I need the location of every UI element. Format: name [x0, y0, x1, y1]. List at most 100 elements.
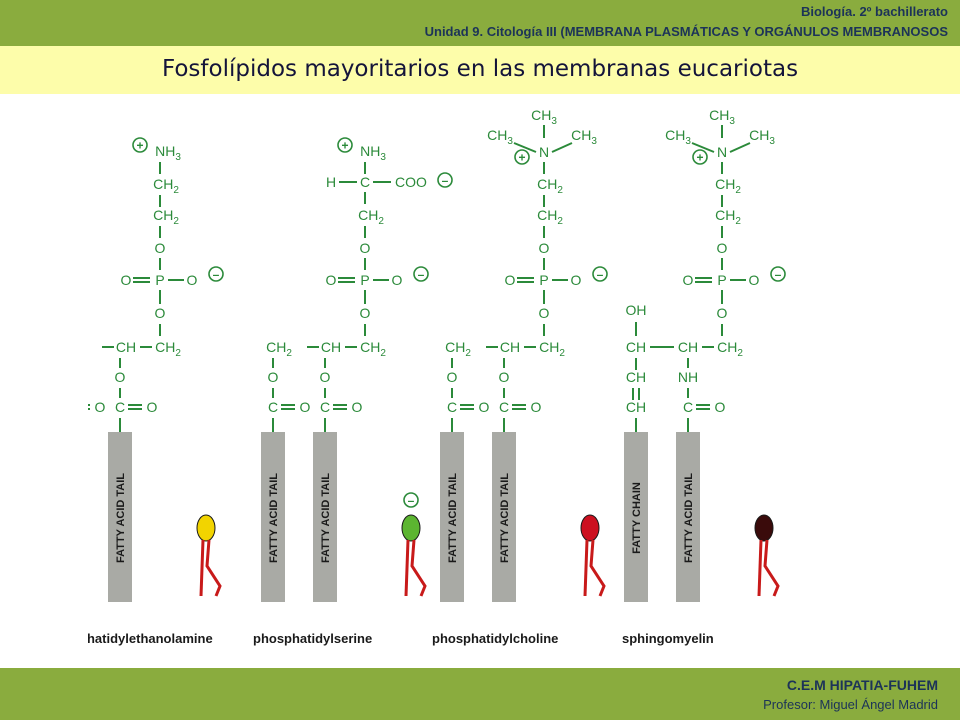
molecule-4-phosphate-p: P: [717, 272, 726, 288]
molecule-3-charge-plus-circle: [514, 149, 530, 165]
molecule-3-ch2-left: CH2: [445, 339, 471, 359]
course-label: Biología. 2º bachillerato: [800, 4, 948, 19]
molecule-4-oh: OH: [626, 302, 647, 318]
molecule-4-tail-1-label: FATTY CHAIN: [631, 482, 643, 554]
molecule-1-phosphate-o-left: O: [121, 272, 132, 288]
molecule-2-ester-o-1: O: [268, 369, 279, 385]
molecule-1-carbonyl-o-2: O: [147, 399, 158, 415]
molecule-1-o-glycerol: O: [155, 305, 166, 321]
molecule-2-charge-minus-circle: [413, 266, 429, 282]
molecule-4-o-link: O: [717, 240, 728, 256]
molecule-4-ch3-right: CH3: [749, 127, 775, 147]
molecule-1-charge-plus-circle: [132, 137, 148, 153]
bond-line: [551, 142, 573, 153]
molecule-2-ch2-right: CH2: [360, 339, 386, 359]
molecule-4-carbonyl-c: C: [683, 399, 693, 415]
molecule-3-o-link: O: [539, 240, 550, 256]
molecule-2-h: H: [326, 174, 336, 190]
molecule-2-tail-2-bar: [313, 432, 337, 602]
molecule-3-carbonyl-o-2: O: [531, 399, 542, 415]
molecule-2-nh3: NH3: [360, 143, 386, 163]
molecule-3-phosphate-o-left: O: [505, 272, 516, 288]
molecule-1-charge-plus: +: [136, 139, 143, 153]
molecule-3-ester-o-2: O: [499, 369, 510, 385]
molecule-3-carbonyl-c-2: C: [499, 399, 509, 415]
molecule-1-carbonyl-o-1: O: [95, 399, 106, 415]
molecule-4-cartoon-leg-right: [763, 539, 780, 597]
molecule-1-o-link: O: [155, 240, 166, 256]
molecule-4-charge-minus-circle: [770, 266, 786, 282]
molecule-3-cartoon-leg-right: [589, 539, 606, 597]
molecule-2-charge-plus-circle: [337, 137, 353, 153]
molecule-2-carbonyl-o-1: O: [300, 399, 311, 415]
molecule-2-charge-minus-coo-circle: [437, 172, 453, 188]
molecule-2-o-link: O: [360, 240, 371, 256]
molecule-3-tail-2-label: FATTY ACID TAIL: [499, 473, 511, 563]
molecule-2-tail-1-bar: [261, 432, 285, 602]
molecule-4-o-glycerol: O: [717, 305, 728, 321]
molecule-2-o-glycerol: O: [360, 305, 371, 321]
molecule-3-carbonyl-c-1: C: [447, 399, 457, 415]
molecule-1-tail-2-bar: [108, 432, 132, 602]
molecule-1-cartoon-head: [196, 514, 216, 542]
molecule-3-cartoon-head: [580, 514, 600, 542]
molecule-4-ch-a: CH: [626, 339, 646, 355]
molecule-2-carbonyl-c-2: C: [320, 399, 330, 415]
molecule-1-nh3: NH3: [155, 143, 181, 163]
molecule-2-c-alpha: C: [360, 174, 370, 190]
molecule-3-ch3-top: CH3: [531, 107, 557, 127]
teacher-label: Profesor: Miguel Ángel Madrid: [763, 697, 938, 712]
molecule-4-tail-2-bar: [676, 432, 700, 602]
school-label: C.E.M HIPATIA-FUHEM: [786, 677, 938, 693]
molecule-3-charge-minus: –: [597, 268, 604, 282]
molecule-1-cartoon-leg-right: [205, 539, 222, 597]
molecule-3-ch3-left: CH3: [487, 127, 513, 147]
molecule-2-name: phosphatidylserine: [253, 631, 372, 646]
molecule-1-phosphate-o-right: O: [187, 272, 198, 288]
molecule-4-ch-d: CH: [626, 399, 646, 415]
molecule-3-o-glycerol: O: [539, 305, 550, 321]
molecule-2-cartoon-leg-left: [404, 539, 410, 597]
molecule-4-cartoon-leg-left: [757, 539, 763, 597]
molecule-3-ester-o-1: O: [447, 369, 458, 385]
molecule-3-tail-1-bar: [440, 432, 464, 602]
molecule-1-ester-o-2: O: [115, 369, 126, 385]
molecule-1-charge-minus: –: [213, 268, 220, 282]
molecule-4-ch3-top: CH3: [709, 107, 735, 127]
molecule-4-charge-plus: +: [696, 151, 703, 165]
molecule-4-ch2-a: CH2: [715, 176, 741, 196]
molecule-2-cartoon-leg-right: [410, 539, 427, 597]
molecule-2-phosphate-o-right: O: [392, 272, 403, 288]
molecule-4-n: N: [717, 144, 727, 160]
molecule-3-charge-plus: +: [518, 151, 525, 165]
molecule-1-carbonyl-c-2: C: [115, 399, 125, 415]
molecule-4-charge-minus: –: [775, 268, 782, 282]
molecule-3-ch2-a: CH2: [537, 176, 563, 196]
molecule-4-carbonyl-o: O: [715, 399, 726, 415]
molecule-4-tail-1-bar: [624, 432, 648, 602]
molecule-3-ch3-right: CH3: [571, 127, 597, 147]
molecule-4-ch-c: CH: [626, 369, 646, 385]
slide-title: Fosfolípidos mayoritarios en las membran…: [161, 56, 799, 82]
molecule-3-phosphate-p: P: [539, 272, 548, 288]
molecule-1-phosphate-p: P: [155, 272, 164, 288]
molecule-2-charge-plus: +: [341, 139, 348, 153]
molecule-4-phosphate-o-left: O: [683, 272, 694, 288]
molecule-2-charge-minus: –: [418, 268, 425, 282]
molecule-3-tail-1-label: FATTY ACID TAIL: [447, 473, 459, 563]
molecule-3-cartoon-leg-left: [583, 539, 589, 597]
molecule-2-cartoon-charge-circle: [403, 492, 419, 508]
bond-line: [729, 142, 751, 153]
molecule-2-ch2-left: CH2: [266, 339, 292, 359]
molecule-2-carbonyl-c-1: C: [268, 399, 278, 415]
header-bar: Biología. 2º bachillerato Unidad 9. Cito…: [0, 0, 960, 46]
molecule-1-ch-mid: CH: [116, 339, 136, 355]
molecule-3-carbonyl-o-1: O: [479, 399, 490, 415]
molecule-2-coo: COO: [395, 174, 427, 190]
molecule-1-name: phosphatidylethanolamine: [88, 631, 213, 646]
molecule-2-ch-mid: CH: [321, 339, 341, 355]
bond-line: [513, 142, 537, 153]
unit-label: Unidad 9. Citología III (MEMBRANA PLASMÁ…: [424, 24, 948, 39]
